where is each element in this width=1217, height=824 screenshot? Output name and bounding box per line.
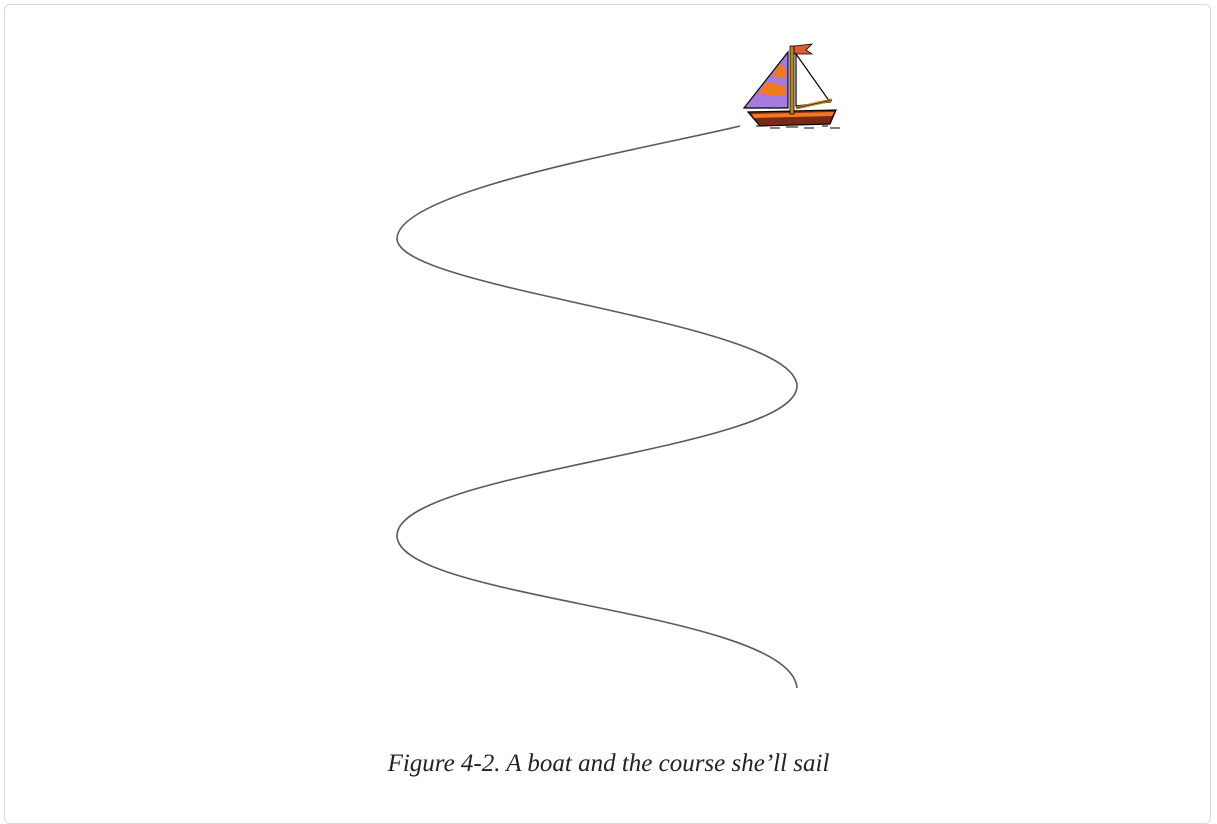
- figure-caption: Figure 4-2. A boat and the course she’ll…: [0, 750, 1217, 778]
- boat-course-path: [397, 126, 797, 688]
- sailboat-icon: [744, 44, 840, 128]
